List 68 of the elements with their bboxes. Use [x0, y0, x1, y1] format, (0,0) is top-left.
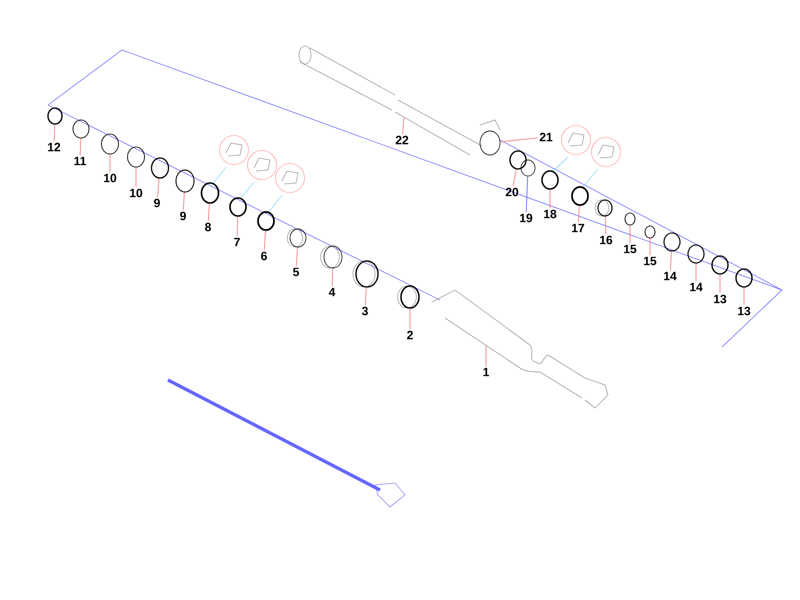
callout-number: 17 [572, 224, 584, 232]
ring [480, 130, 500, 156]
callout-number: 1 [483, 368, 489, 376]
callout-number: 2 [407, 330, 413, 340]
leader-line [578, 205, 580, 223]
ring [290, 228, 306, 248]
leader-line [264, 230, 266, 251]
ring [711, 255, 729, 275]
callout-number: 22 [396, 136, 408, 144]
leader-line [182, 192, 185, 211]
leader-line [500, 137, 538, 142]
ring [644, 226, 656, 238]
leader-line [157, 178, 160, 198]
callout-number: 9 [154, 198, 160, 208]
callout-number: 4 [328, 288, 336, 296]
leader-line [670, 251, 672, 271]
callout-number: 5 [293, 268, 299, 276]
ring [509, 150, 527, 170]
leader-line [208, 203, 210, 222]
callout-number: 8 [205, 222, 211, 232]
ring [324, 246, 342, 268]
callout-number: 10 [130, 188, 142, 198]
callout-number: 11 [74, 156, 86, 166]
ring [571, 186, 589, 206]
ring [176, 170, 194, 192]
callout-number: 15 [624, 244, 636, 254]
ring [735, 268, 753, 288]
callout-number: 7 [234, 238, 240, 246]
callout-number: 16 [600, 236, 612, 244]
ring [597, 199, 613, 217]
ring [200, 182, 220, 204]
ring [663, 232, 681, 252]
leader-line [604, 216, 606, 235]
ring [127, 146, 145, 168]
ring [47, 107, 63, 125]
ring [520, 160, 536, 176]
callout-number: 14 [664, 272, 677, 280]
callout-number: 9 [180, 212, 186, 220]
leader-line [332, 268, 334, 287]
ring [257, 211, 275, 231]
callout-number: 15 [644, 256, 656, 266]
ring [687, 244, 705, 264]
callout-number: 10 [104, 174, 116, 182]
leader-line [402, 118, 404, 135]
ring [355, 260, 379, 288]
ring [150, 157, 170, 179]
leader-line [296, 246, 298, 267]
ring [229, 197, 247, 217]
callout-number: 21 [540, 132, 552, 142]
callout-number: 13 [738, 306, 750, 316]
callout-number: 14 [690, 282, 703, 292]
callout-number: 19 [520, 214, 532, 222]
leader-line [236, 216, 238, 237]
callout-number: 12 [48, 142, 60, 152]
leader-line [80, 138, 82, 156]
leader-line [526, 176, 528, 213]
leader-line [54, 124, 56, 142]
ring [101, 134, 119, 154]
ring [400, 285, 420, 309]
ring [541, 170, 559, 190]
callout-number: 6 [261, 252, 267, 260]
callout-number: 18 [544, 210, 556, 218]
leader-line [512, 169, 517, 187]
ring [624, 212, 636, 226]
callout-number: 13 [714, 294, 726, 304]
leader-line [364, 287, 367, 306]
ring [72, 120, 90, 138]
callout-number: 3 [362, 306, 368, 316]
